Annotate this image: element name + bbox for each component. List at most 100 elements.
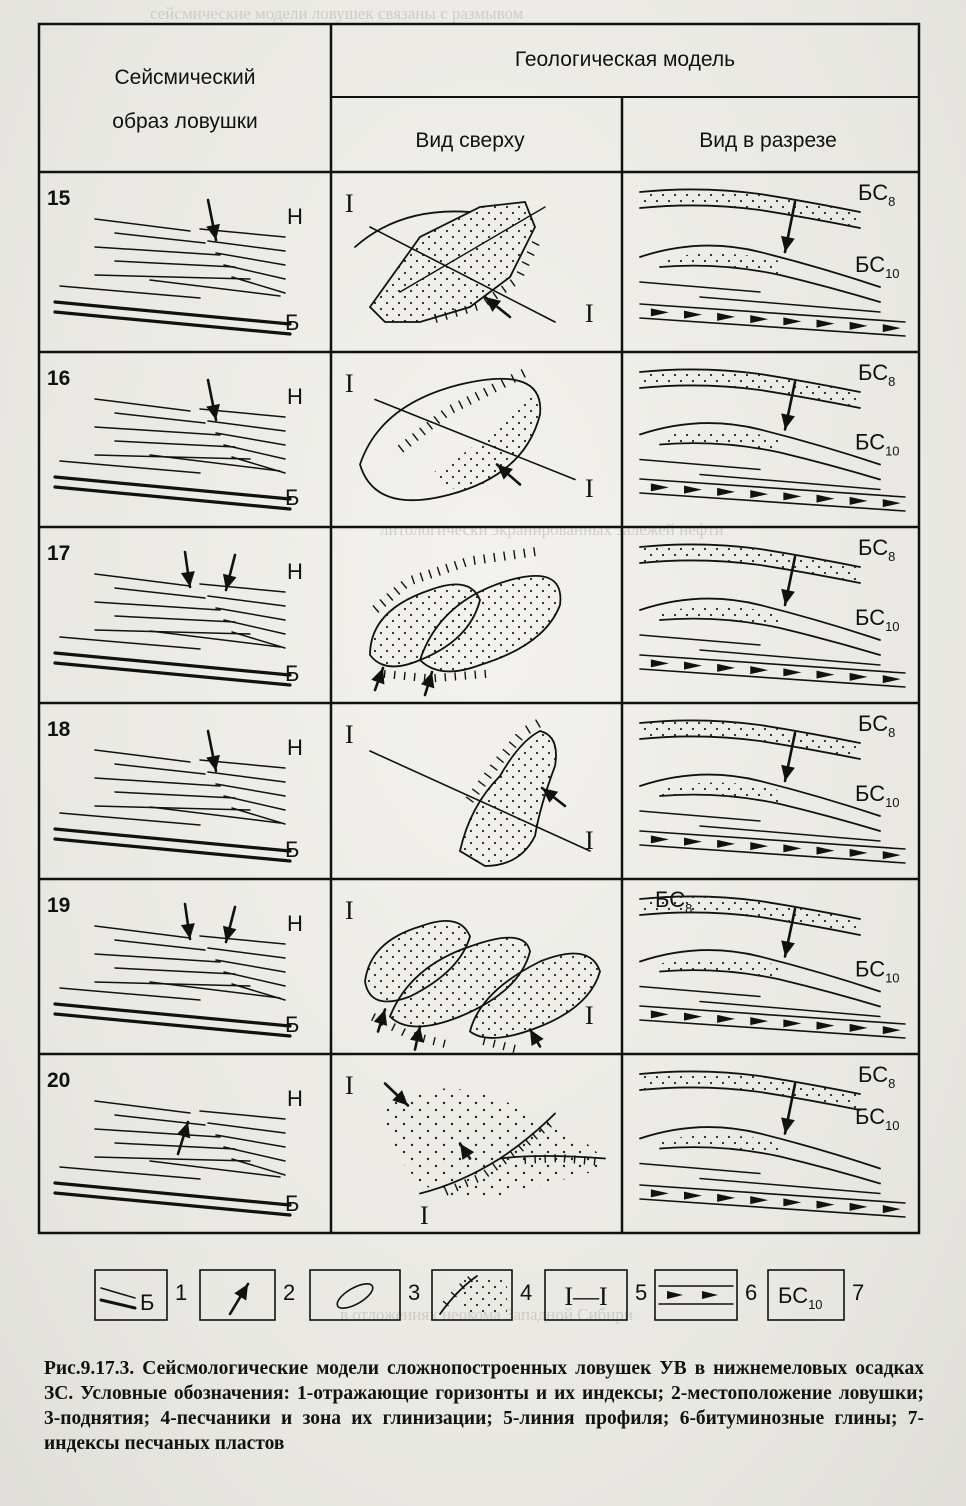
horizon-label-n: Н (287, 204, 303, 229)
reflector-line (207, 240, 286, 252)
sand-index-bs8: БС8 (858, 1062, 895, 1091)
layer-bottom (639, 492, 906, 512)
bitumen-mark (783, 492, 802, 501)
reflector-line (114, 587, 206, 599)
hachure-tick (445, 563, 450, 573)
hachure-tick (403, 671, 406, 681)
bitumen-mark (849, 496, 868, 505)
reflector-line (59, 1166, 201, 1180)
layer-top (639, 303, 906, 323)
sand-wedge-top (639, 422, 881, 466)
sand-index-bs10: БС10 (855, 957, 900, 986)
legend-item-4: 4 (431, 1269, 532, 1321)
legend-number: 3 (408, 1280, 420, 1305)
reflector-line (223, 795, 286, 811)
bitumen-mark (849, 848, 868, 857)
sand-wedge-fill (660, 606, 780, 628)
hachure-tick (483, 554, 486, 564)
hachure-tick (383, 669, 386, 679)
hachure-tick (523, 548, 526, 558)
bitumen-mark (882, 499, 901, 508)
bitumen-mark (750, 1196, 769, 1205)
arrow-head (781, 940, 795, 957)
legend-box (309, 1269, 401, 1321)
reflector-line (149, 279, 281, 297)
hachure-tick (458, 400, 464, 409)
layer-top (639, 1184, 906, 1204)
hachure-tick (474, 392, 480, 401)
hachure-tick (393, 587, 401, 595)
sand-index-bs8: БС8 (858, 360, 895, 389)
arrow-head (392, 1090, 408, 1106)
bitumen-mark (849, 321, 868, 330)
bitumen-mark (650, 1189, 669, 1198)
sub-index: 10 (885, 1118, 899, 1133)
layer-top (639, 478, 906, 498)
legend-number: 1 (175, 1280, 187, 1305)
arrow-head (542, 788, 559, 803)
reflector-b (53, 300, 292, 326)
reflector-line (94, 398, 191, 412)
legend-number: 5 (635, 1280, 647, 1305)
reflector-line (639, 810, 761, 822)
layer-top (639, 830, 906, 850)
layer-bottom (639, 844, 906, 864)
reflector-line (215, 607, 286, 621)
legend-item-1: 1Б (94, 1269, 187, 1321)
reflector-line (94, 454, 251, 460)
row-number: 20 (47, 1069, 70, 1092)
trap-location-arrow (781, 907, 797, 958)
row-number: 19 (47, 894, 70, 917)
bitumen-mark (849, 1202, 868, 1211)
layer-bottom (639, 1019, 906, 1039)
hachure-tick (502, 1042, 506, 1051)
sand-index-bs10: БС10 (855, 430, 900, 459)
reflector-line (100, 1287, 136, 1299)
clay-zone-hachure (397, 369, 526, 453)
profile-end-label: I (345, 1071, 354, 1100)
reflector-b (53, 1191, 292, 1217)
reflector-line (639, 1162, 761, 1175)
hachure-tick (517, 1144, 524, 1152)
hachure-tick (459, 1283, 465, 1290)
arrow-head (206, 754, 220, 771)
trap-location-arrow (176, 1120, 191, 1156)
hachure-tick (573, 1155, 576, 1164)
reflector-line (231, 1158, 286, 1176)
reflector-line (94, 953, 221, 963)
trap-location-arrow (373, 1008, 388, 1033)
sand-index-bs10: БС10 (855, 1104, 900, 1133)
arrow-head (781, 235, 795, 252)
profile-end-label: I (585, 474, 594, 503)
sub-index: 10 (885, 795, 899, 810)
hachure-tick (434, 673, 437, 683)
arrow-head (409, 1026, 424, 1043)
reflector-line (94, 1128, 221, 1138)
reflector-line (114, 939, 206, 951)
horizon-label-b: Б (285, 485, 299, 510)
bituminous-clay-layer (639, 1184, 906, 1218)
sand-wedge-fill (660, 253, 780, 275)
hachure-tick (512, 1044, 516, 1053)
arrow-head (781, 588, 795, 605)
bitumen-mark (816, 1200, 835, 1209)
hachure-tick (386, 593, 394, 601)
trap-location-arrow (206, 378, 220, 422)
reflector-line (639, 281, 761, 293)
clay-zone-hachure (372, 547, 536, 613)
bitumen-mark (717, 1014, 736, 1023)
sand-wedge-fill (660, 1134, 780, 1157)
hachure-tick (492, 1039, 496, 1048)
hachure-tick (516, 271, 525, 276)
reflector-line (114, 232, 206, 244)
hachure-tick (432, 1037, 436, 1046)
hachure-tick (545, 1120, 552, 1128)
hachure-tick (440, 410, 448, 419)
profile-line (369, 226, 556, 323)
bitumen-mark (650, 659, 669, 668)
reflector-line (231, 631, 286, 649)
clay-zone-hachure (444, 1120, 552, 1196)
bitumen-mark (816, 846, 835, 855)
horizon-label-b: Б (285, 661, 299, 686)
